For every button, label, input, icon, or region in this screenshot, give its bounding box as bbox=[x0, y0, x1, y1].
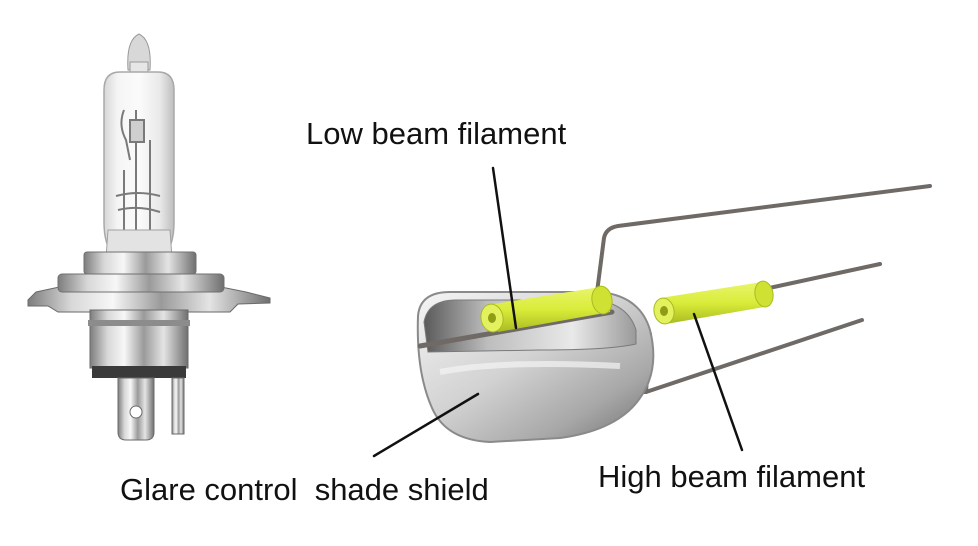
bulb-collar bbox=[83, 251, 197, 275]
low-beam-filament bbox=[480, 285, 613, 333]
bulb-flange-top bbox=[57, 273, 225, 293]
bulb-tip bbox=[127, 33, 151, 71]
leader-lines bbox=[372, 166, 744, 458]
glare-control-shield-label: Glare control shade shield bbox=[120, 472, 489, 507]
bulb-base-ring bbox=[88, 320, 190, 326]
leader-low-beam bbox=[491, 166, 518, 330]
bulb-base bbox=[89, 309, 189, 369]
filament-assembly bbox=[416, 184, 932, 444]
bulb-internal-structure bbox=[115, 109, 161, 232]
bulb-base-bottom bbox=[92, 366, 186, 378]
leader-glare-shield bbox=[372, 392, 480, 458]
shade-shield-highlight bbox=[439, 361, 621, 375]
high-beam-filament-label: High beam filament bbox=[598, 459, 866, 494]
bulb-terminal-hole bbox=[129, 405, 143, 419]
h4-bulb-icon bbox=[27, 33, 271, 441]
high-beam-filament bbox=[653, 280, 774, 325]
leader-high-beam bbox=[692, 312, 744, 452]
bulb-terminal-right bbox=[171, 377, 185, 435]
low-beam-filament-label: Low beam filament bbox=[306, 116, 567, 151]
